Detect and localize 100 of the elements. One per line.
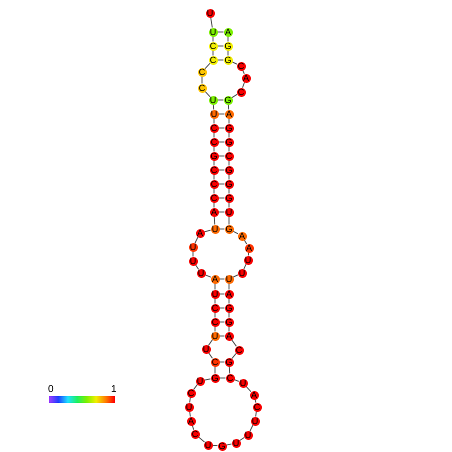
nucleotide-circle: A: [250, 390, 258, 400]
backbone-line: [214, 298, 216, 304]
nucleotide-circle: C: [210, 358, 220, 366]
nucleotide-circle: U: [232, 438, 240, 448]
nucleotide-circle: C: [186, 388, 196, 398]
backbone-line: [210, 16, 213, 28]
nucleotide-circle: U: [208, 28, 218, 36]
backbone-line: [228, 326, 230, 332]
nucleotide-circle: A: [224, 290, 234, 298]
nucleotide-circle: G: [224, 96, 232, 104]
nucleotide-circle: A: [224, 332, 234, 340]
backbone-line: [242, 82, 245, 88]
nucleotide-circle: A: [210, 208, 218, 216]
nucleotide-circle: U: [244, 430, 252, 440]
nucleotide-circle: A: [196, 228, 204, 238]
nucleotide-circle: C: [198, 84, 206, 92]
backbone-line: [228, 160, 230, 166]
nucleotide-circle: C: [210, 318, 220, 326]
nucleotide-circle: C: [236, 62, 246, 70]
backbone-line: [204, 90, 210, 98]
nucleotide-circle: G: [218, 442, 226, 450]
backbone-line: [208, 339, 213, 346]
backbone-line: [214, 283, 216, 290]
backbone-line: [228, 283, 230, 290]
backbone-line: [228, 202, 230, 208]
nucleotide-circle: C: [234, 346, 244, 354]
backbone-line: [231, 352, 237, 360]
nucleotide-circle: U: [184, 402, 194, 412]
backbone-line: [228, 216, 230, 225]
nucleotide-circle: G: [224, 138, 234, 146]
nucleotide-circle: G: [224, 358, 234, 366]
backbone-line: [214, 216, 216, 225]
nucleotide-circle: G: [224, 318, 234, 326]
nucleotide-circle: U: [238, 378, 248, 388]
nucleotide-circle: U: [206, 8, 214, 18]
backbone-line: [228, 188, 230, 194]
nucleotide-circle: G: [224, 194, 234, 202]
backbone-line: [228, 118, 230, 124]
backbone-line: [214, 326, 216, 332]
nucleotide-circle: C: [210, 194, 218, 202]
base-pair-line: [219, 278, 225, 280]
backbone-line: [212, 444, 218, 446]
backbone-line: [228, 146, 230, 152]
nucleotide-circle: U: [188, 256, 198, 266]
nucleotide-circle: U: [224, 208, 234, 216]
nucleotide-circle: U: [210, 224, 220, 234]
nucleotide-circle: U: [210, 290, 220, 298]
nucleotide-circle: G: [224, 42, 232, 50]
backbone-line: [212, 36, 214, 42]
nucleotide-circle: G: [224, 224, 234, 234]
nucleotide-circle: U: [188, 242, 198, 252]
backbone-line: [192, 251, 194, 257]
backbone-line: [243, 264, 247, 270]
scale-label: 0: [48, 385, 54, 395]
nucleotide-circle: C: [224, 152, 234, 160]
nucleotide-circle: G: [224, 180, 234, 188]
backbone-line: [195, 264, 199, 270]
nucleotide-circle: C: [208, 42, 218, 50]
nucleotide-circle: C: [208, 56, 218, 64]
nucleotide-circle: U: [210, 332, 220, 340]
backbone-line: [246, 386, 252, 392]
nucleotide-circle: U: [196, 376, 204, 386]
backbone-line: [193, 384, 198, 390]
nucleotide-circle: C: [226, 374, 234, 382]
nucleotide-circle: G: [224, 304, 234, 312]
backbone-line: [239, 437, 245, 441]
backbone-line: [214, 366, 216, 374]
nucleotide-circle: A: [242, 74, 250, 82]
nucleotide-circle: U: [202, 344, 210, 354]
nucleotide-circle: U: [196, 268, 206, 278]
nucleotide-circle: A: [244, 244, 254, 252]
nucleotide-circle: U: [238, 268, 246, 278]
backbone-line: [204, 230, 212, 232]
backbone-line: [212, 50, 214, 56]
nucleotide-circle: C: [210, 138, 218, 146]
scale-label: 1: [111, 385, 117, 395]
nucleotide-circle: U: [208, 96, 218, 104]
nucleotide-circle: G: [224, 124, 234, 132]
backbone-line: [228, 104, 230, 110]
backbone-line: [226, 443, 232, 446]
base-pair-line: [219, 228, 225, 230]
nucleotide-circle: G: [210, 152, 218, 160]
backbone-line: [228, 366, 230, 374]
nucleotide-circle: U: [210, 110, 218, 118]
backbone-line: [204, 62, 210, 70]
backbone-line: [204, 378, 212, 381]
nucleotide-circle: C: [210, 180, 218, 188]
nucleotide-circle: A: [186, 416, 196, 426]
nucleotide-circle: G: [224, 166, 234, 174]
backbone-line: [228, 174, 230, 180]
nucleotide-circle: C: [190, 430, 200, 438]
nucleotide-circle: C: [236, 88, 246, 96]
backbone-line: [214, 312, 216, 318]
nucleotide-circle: U: [204, 440, 212, 450]
nucleotide-circle: G: [224, 56, 232, 64]
nucleotide-circle: C: [210, 124, 218, 132]
nucleotide-circle: C: [198, 68, 206, 76]
backbone-line: [212, 104, 214, 110]
nucleotide-circle: C: [252, 402, 262, 412]
nucleotide-circle: U: [250, 416, 260, 426]
